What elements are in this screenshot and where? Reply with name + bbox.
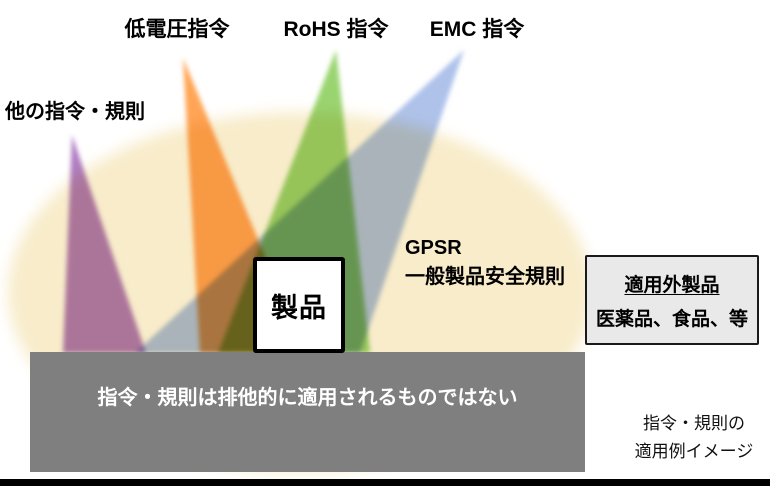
- non-exclusive-banner-text: 指令・規則は排他的に適用されるものではない: [97, 387, 518, 409]
- label-low-voltage-directive: 低電圧指令: [124, 18, 230, 41]
- label-emc-directive: EMC 指令: [429, 18, 525, 41]
- figure-caption-line1: 指令・規則の: [643, 414, 745, 433]
- label-rohs-directive: RoHS 指令: [283, 18, 389, 41]
- exempt-products-box: 適用外製品 医薬品、食品、等: [585, 255, 759, 345]
- figure-caption: 指令・規則の 適用例イメージ: [633, 410, 755, 466]
- exempt-products-items: 医薬品、食品、等: [595, 308, 748, 330]
- exempt-products-title: 適用外製品: [624, 274, 720, 296]
- product-box-label: 製品: [271, 292, 327, 323]
- non-exclusive-banner: 指令・規則は排他的に適用されるものではない: [30, 352, 585, 472]
- product-box: 製品: [253, 257, 345, 353]
- label-other-directives: 他の指令・規則: [5, 101, 145, 123]
- beam-emc: [135, 50, 464, 353]
- gpsr-abbr: GPSR: [405, 237, 462, 259]
- figure-caption-line2: 適用例イメージ: [634, 442, 754, 462]
- gpsr-full-name: 一般製品安全規則: [405, 266, 565, 288]
- gpsr-label: GPSR 一般製品安全規則: [405, 234, 565, 292]
- beam-other-directives: [63, 135, 146, 353]
- bottom-black-bar: [0, 479, 770, 486]
